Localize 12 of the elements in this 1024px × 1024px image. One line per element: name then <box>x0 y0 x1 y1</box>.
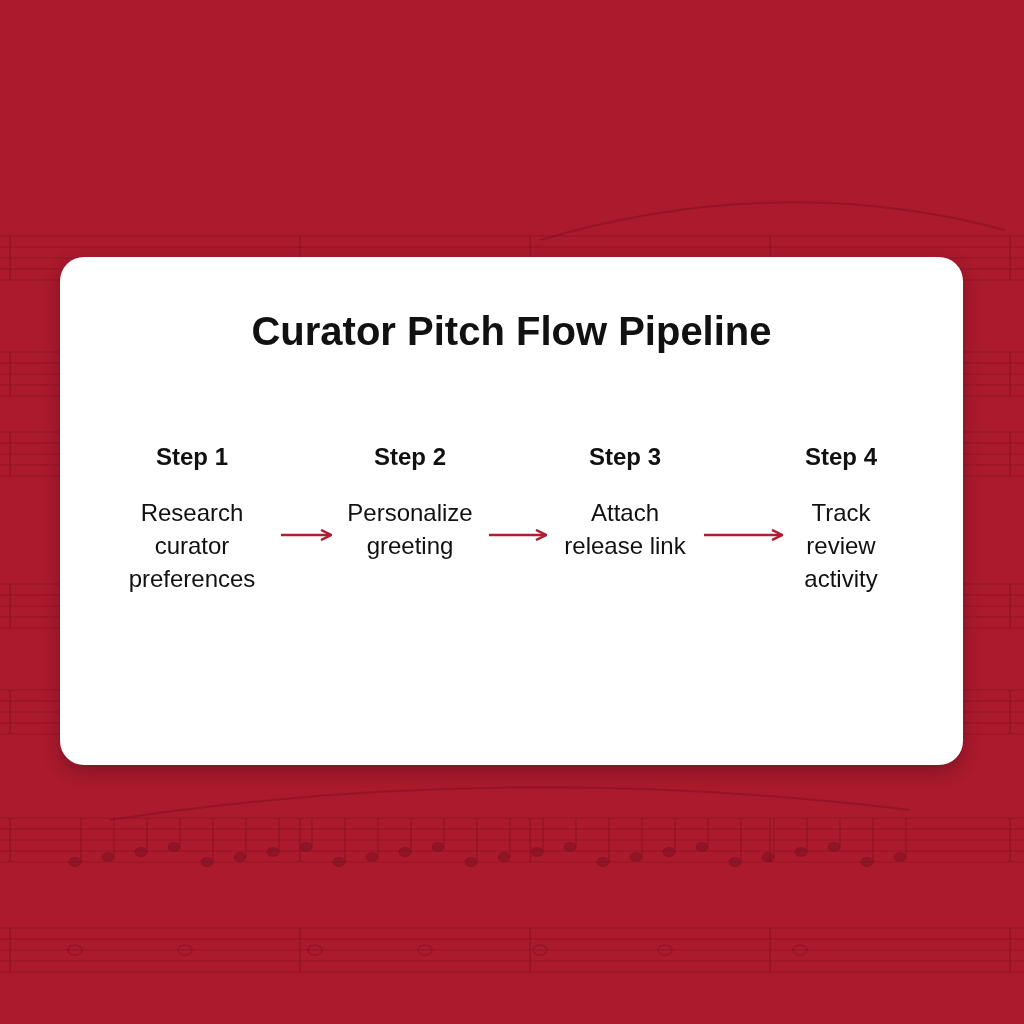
arrow <box>281 528 333 542</box>
step-heading: Step 3 <box>588 442 662 472</box>
step-description: Track review activity <box>803 498 879 594</box>
step-heading: Step 2 <box>373 442 447 472</box>
step-description: Attach release link <box>563 498 687 561</box>
step-description: Research curator preferences <box>127 498 257 594</box>
step-description: Personalize greeting <box>346 498 474 561</box>
arrow <box>489 528 548 542</box>
step-heading: Step 4 <box>804 442 878 472</box>
step-heading: Step 1 <box>155 442 229 472</box>
arrow <box>704 528 784 542</box>
title: Curator Pitch Flow Pipeline <box>250 309 773 354</box>
